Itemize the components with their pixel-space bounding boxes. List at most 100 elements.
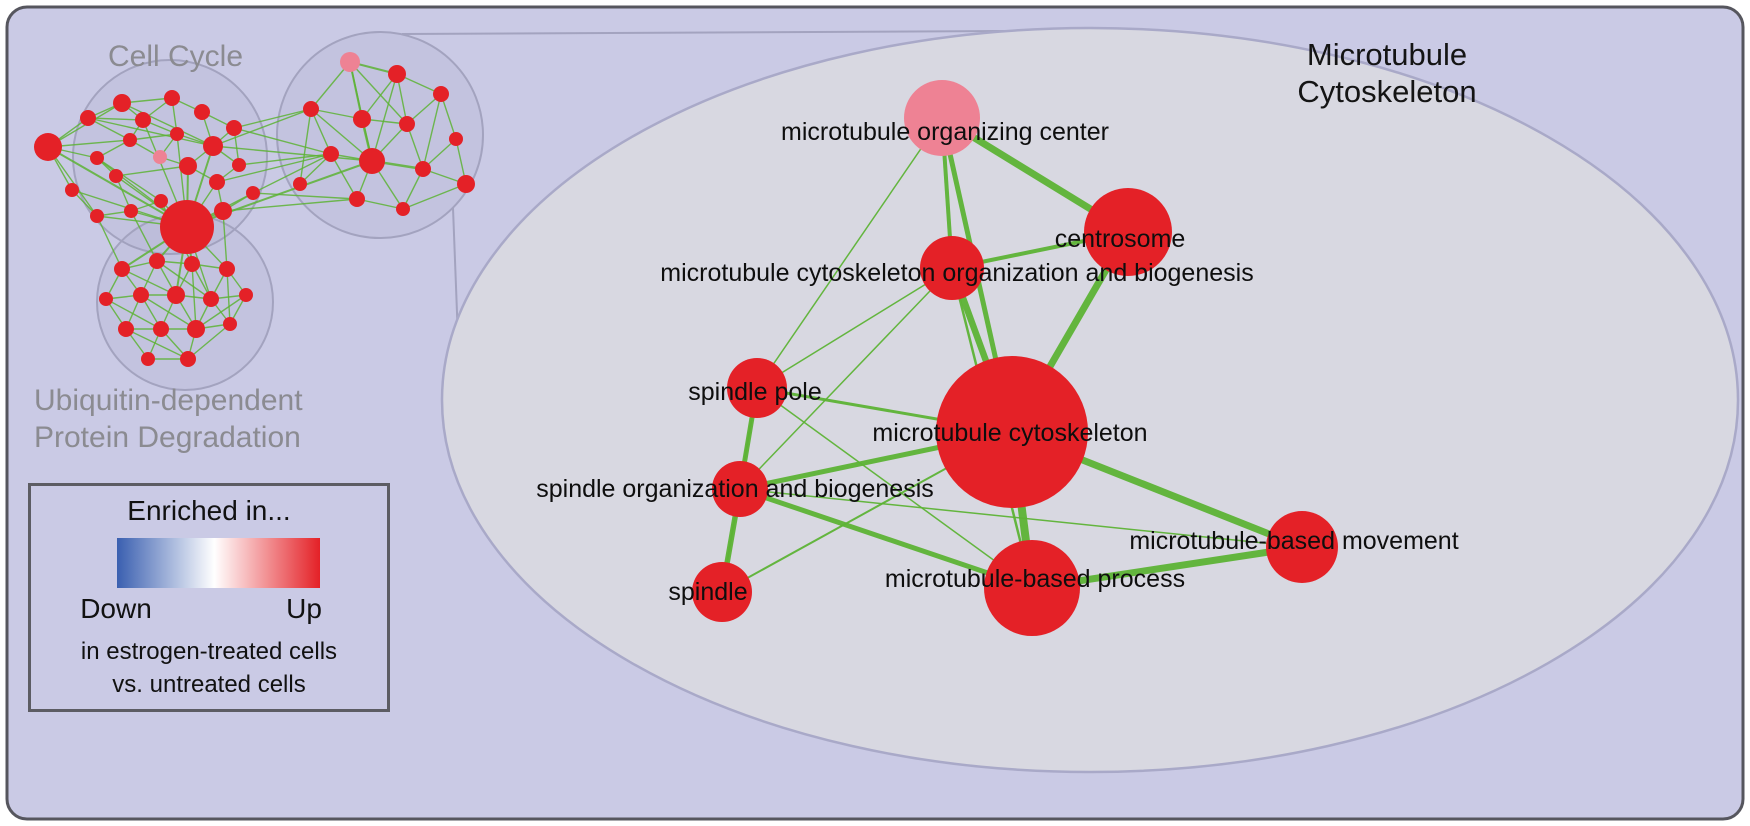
overview-node[interactable] — [194, 104, 210, 120]
detail-node-mt_move[interactable] — [1266, 511, 1338, 583]
overview-node[interactable] — [135, 112, 151, 128]
overview-node[interactable] — [90, 151, 104, 165]
detail-node-spindle[interactable] — [692, 562, 752, 622]
legend-down-label: Down — [80, 593, 152, 624]
overview-edge — [115, 165, 189, 177]
detail-node-centrosome[interactable] — [1084, 188, 1172, 276]
legend-up-label: Up — [286, 593, 322, 624]
overview-node[interactable] — [239, 288, 253, 302]
overview-node[interactable] — [114, 261, 130, 277]
overview-node[interactable] — [118, 321, 134, 337]
overview-node[interactable] — [184, 256, 200, 272]
ubiquitin-title-line2: Protein Degradation — [34, 421, 301, 454]
overview-edge — [252, 192, 358, 200]
overview-node[interactable] — [203, 136, 223, 156]
legend-caption-line1: in estrogen-treated cells — [80, 638, 338, 665]
overview-edge — [195, 294, 247, 330]
overview-edge — [47, 146, 98, 217]
overview-edge — [121, 268, 177, 296]
overview-node[interactable] — [109, 169, 123, 183]
overview-node[interactable] — [219, 261, 235, 277]
overview-node[interactable] — [399, 116, 415, 132]
overview-node[interactable] — [340, 52, 360, 72]
overview-edge — [187, 323, 231, 360]
overview-node[interactable] — [293, 177, 307, 191]
overview-edge — [125, 328, 189, 360]
overview-node[interactable] — [214, 202, 232, 220]
cluster-label-microtubule-cytoskeleton: Microtubule Cytoskeleton — [1262, 36, 1512, 110]
legend-caption-line2: vs. untreated cells — [112, 671, 306, 698]
overview-node[interactable] — [99, 292, 113, 306]
overview-node[interactable] — [457, 175, 475, 193]
overview-node[interactable] — [303, 101, 319, 117]
detail-edge-spindle_org-mt_proc — [739, 486, 1033, 591]
overview-edge — [130, 210, 158, 262]
overview-node[interactable] — [323, 146, 339, 162]
overview-node[interactable] — [415, 161, 431, 177]
detail-node-mt_cyto[interactable] — [936, 356, 1088, 508]
overview-node[interactable] — [170, 127, 184, 141]
overview-node[interactable] — [396, 202, 410, 216]
overview-node[interactable] — [246, 186, 260, 200]
overview-edge — [216, 153, 332, 183]
overview-edge — [212, 108, 312, 147]
overview-edge — [310, 108, 373, 162]
overview-node[interactable] — [133, 287, 149, 303]
overview-node[interactable] — [226, 120, 242, 136]
overview-node[interactable] — [123, 133, 137, 147]
overview-node[interactable] — [153, 321, 169, 337]
overview-node[interactable] — [149, 253, 165, 269]
overview-edge — [310, 61, 351, 110]
overview-node[interactable] — [203, 291, 219, 307]
overview-node[interactable] — [113, 94, 131, 112]
overview-node[interactable] — [153, 150, 167, 164]
overview-node[interactable] — [164, 90, 180, 106]
detail-node-spindle_pole[interactable] — [727, 358, 787, 418]
overview-edge — [252, 153, 332, 194]
overview-node[interactable] — [34, 133, 62, 161]
overview-node[interactable] — [232, 158, 246, 172]
overview-node[interactable] — [433, 86, 449, 102]
detail-node-moc[interactable] — [904, 80, 980, 156]
detail-node-mcob[interactable] — [920, 236, 984, 300]
overview-node[interactable] — [223, 317, 237, 331]
overview-node[interactable] — [187, 320, 205, 338]
overview-edge — [330, 153, 358, 200]
overview-node[interactable] — [359, 148, 385, 174]
detail-edge-mcob-spindle_org — [739, 267, 953, 490]
overview-node[interactable] — [167, 286, 185, 304]
overview-node[interactable] — [179, 157, 197, 175]
overview-node[interactable] — [388, 65, 406, 83]
overview-node[interactable] — [65, 183, 79, 197]
overview-edge — [96, 157, 162, 202]
detail-node-label-mt_move: microtubule-based movement — [1129, 527, 1458, 555]
overview-node[interactable] — [90, 209, 104, 223]
overview-node[interactable] — [209, 174, 225, 190]
overview-node[interactable] — [449, 132, 463, 146]
overview-node[interactable] — [80, 110, 96, 126]
detail-edge-spindle_pole-mt_proc — [756, 387, 1033, 589]
overview-node[interactable] — [124, 204, 138, 218]
detail-node-mt_proc[interactable] — [984, 540, 1080, 636]
detail-edge-moc-spindle_pole — [756, 117, 943, 389]
overview-node[interactable] — [154, 194, 168, 208]
detail-node-label-spindle: spindle — [668, 578, 747, 606]
overview-edge — [310, 108, 332, 155]
overview-node[interactable] — [353, 110, 371, 128]
overview-node[interactable] — [180, 351, 196, 367]
overview-node[interactable] — [349, 191, 365, 207]
overview-node[interactable] — [141, 352, 155, 366]
detail-zoom-ellipse — [440, 26, 1740, 774]
zoom-connector-line — [401, 30, 1006, 35]
detail-node-spindle_org[interactable] — [712, 461, 768, 517]
cluster-label-ubiquitin-degradation: Ubiquitin-dependent Protein Degradation — [34, 382, 303, 456]
detail-node-label-moc: microtubule organizing center — [781, 118, 1109, 146]
overview-edge — [361, 73, 398, 120]
overview-edge — [238, 153, 332, 166]
overview-node[interactable] — [160, 200, 214, 254]
microtubule-title-line1: Microtubule — [1306, 37, 1468, 72]
overview-edge — [129, 133, 178, 141]
overview-edge — [87, 117, 144, 121]
